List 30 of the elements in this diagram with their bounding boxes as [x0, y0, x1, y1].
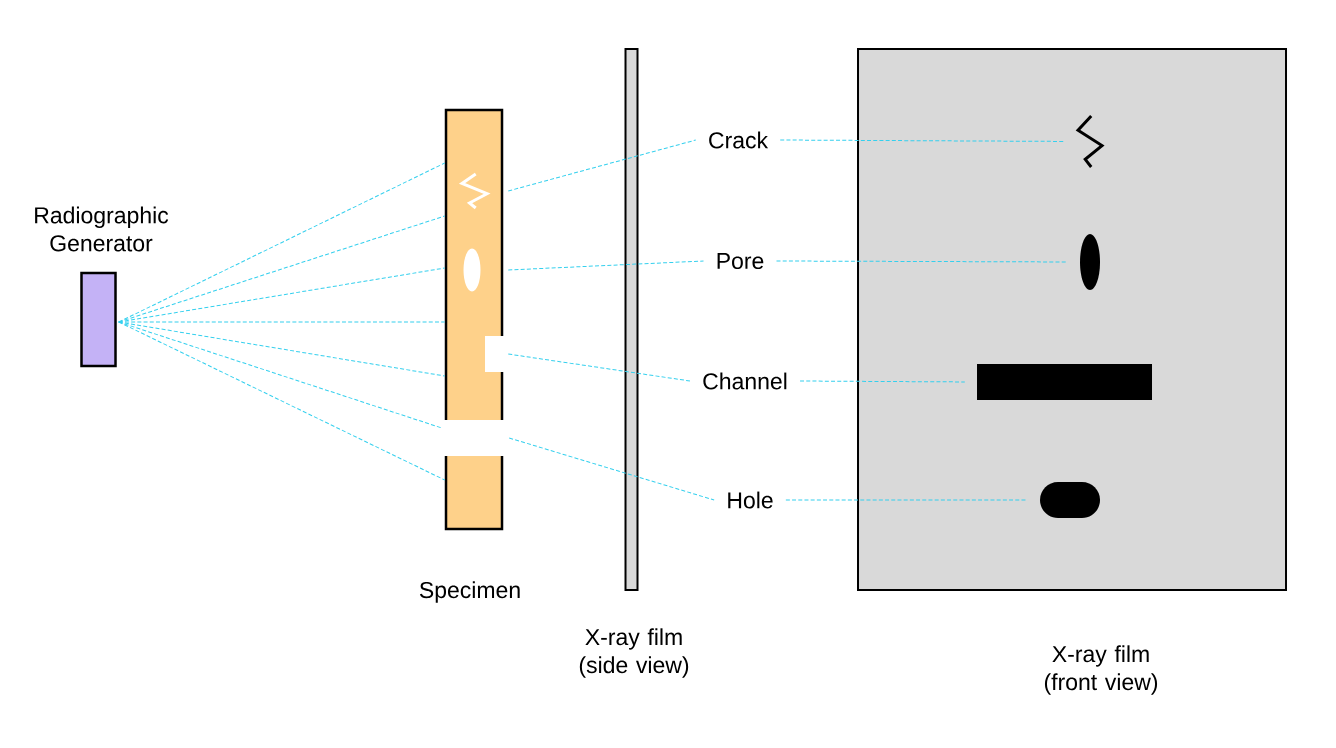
- defect-label: Pore: [717, 253, 764, 270]
- ray-line: [118, 321, 446, 323]
- ray-line: [118, 215, 446, 323]
- leader-line: [507, 139, 697, 192]
- part-label: Specimen: [419, 581, 520, 603]
- defect-label: Channel: [703, 372, 787, 390]
- part-label: X-ray film (side view): [579, 628, 689, 678]
- channel-notch: [485, 336, 505, 372]
- defect-label: Hole: [728, 491, 773, 509]
- pore-mark: [1080, 234, 1100, 290]
- ray-line: [118, 321, 446, 481]
- leader-line: [508, 437, 715, 501]
- ray-line: [118, 321, 443, 429]
- crack-symbol: [458, 172, 491, 210]
- leader-line: [779, 139, 1065, 142]
- leader-line: [799, 380, 966, 383]
- ray-line: [118, 321, 446, 377]
- part-label: X-ray film (front view): [1044, 645, 1158, 695]
- hole-mark: [1040, 482, 1100, 518]
- defect-label: Crack: [709, 131, 769, 149]
- pore-mark: [463, 248, 481, 292]
- leader-line: [785, 499, 1027, 501]
- leader-line: [776, 260, 1067, 263]
- hole-gap: [442, 420, 506, 456]
- crack-symbol: [1075, 115, 1105, 168]
- channel-mark: [977, 364, 1152, 400]
- ray-line: [118, 162, 446, 323]
- leader-line: [507, 260, 704, 271]
- generator-label: Radiographic Generator: [35, 206, 169, 252]
- leader-line: [507, 353, 691, 382]
